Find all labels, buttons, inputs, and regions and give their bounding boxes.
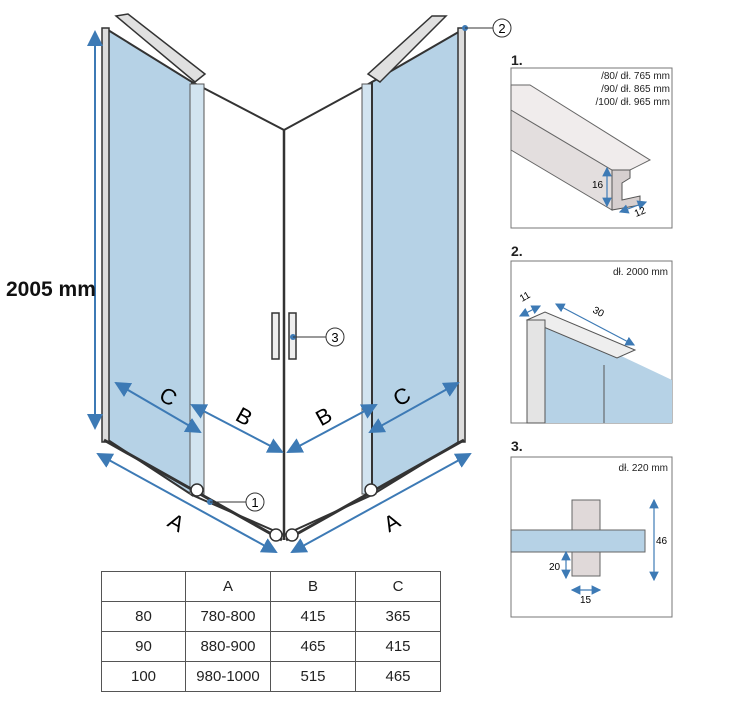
table-cell: 880-900 — [185, 631, 271, 662]
detail-3-dim-depth: 15 — [580, 595, 592, 606]
detail-2-profile-side — [526, 319, 546, 424]
detail-2-glass — [545, 320, 672, 423]
left-door-edge-glass — [189, 83, 205, 495]
table-row: 100 980-1000 515 465 — [101, 661, 441, 692]
table-cell: 100 — [101, 661, 186, 692]
table-cell: 465 — [355, 661, 441, 692]
table-header-cell — [101, 571, 186, 602]
arrow-a-left — [96, 453, 278, 553]
height-label: 2005 mm — [6, 278, 96, 301]
detail-1-lengths: /80/ dł. 765 mm /90/ dł. 865 mm /100/ dł… — [560, 70, 670, 109]
table-cell: 465 — [270, 631, 356, 662]
left-top-bracket — [114, 13, 207, 83]
table-cell: 90 — [101, 631, 186, 662]
dim-label-a-right: A — [379, 508, 404, 537]
detail-3-dim-gap: 20 — [549, 562, 561, 573]
right-wheel — [364, 483, 378, 497]
callout-3 — [325, 327, 345, 347]
right-top-bracket — [366, 15, 448, 83]
left-wheel — [190, 483, 204, 497]
table-cell: 415 — [270, 601, 356, 632]
corner-wheel-right — [285, 528, 299, 542]
detail-3-length: dł. 220 mm — [618, 463, 668, 474]
table-cell: 415 — [355, 631, 441, 662]
table-row: 80 780-800 415 365 — [101, 601, 441, 632]
table-cell: 365 — [355, 601, 441, 632]
arrow-b-right — [286, 404, 378, 453]
detail-1-length-90: /90/ dł. 865 mm — [601, 84, 670, 95]
table-header-cell: A — [185, 571, 271, 602]
table-cell: 780-800 — [185, 601, 271, 632]
table-header-row: A B C — [101, 571, 441, 602]
detail-3-number: 3. — [511, 438, 523, 454]
detail-3-handle-horizontal — [510, 529, 646, 553]
detail-1-dim-width: 12 — [633, 205, 648, 220]
table-cell: 80 — [101, 601, 186, 632]
corner-wheel-left — [269, 528, 283, 542]
table-header-cell: B — [270, 571, 356, 602]
detail-2-length: dł. 2000 mm — [612, 267, 668, 278]
detail-3-dim-height: 46 — [656, 536, 668, 547]
left-fixed-glass — [107, 28, 193, 497]
detail-2-dim-length: 30 — [591, 305, 606, 320]
callout-2 — [492, 18, 512, 38]
callout-3-label: 3 — [331, 330, 338, 345]
table-cell: 980-1000 — [185, 661, 271, 692]
dim-label-a-left: A — [164, 508, 189, 537]
detail-1-dim-height: 16 — [592, 180, 604, 191]
right-fixed-glass — [371, 28, 463, 497]
arrow-c-left — [114, 381, 202, 434]
arrow-a-right — [290, 453, 472, 553]
detail-1-length-100: /100/ dł. 965 mm — [595, 97, 670, 108]
detail-1-length-80: /80/ dł. 765 mm — [601, 71, 670, 82]
right-wall-profile — [457, 27, 466, 443]
callout-2-label: 2 — [498, 21, 505, 36]
right-sliding-door — [283, 80, 373, 537]
arrow-b-left — [190, 404, 284, 453]
callout-1-label: 1 — [251, 495, 258, 510]
table-header-cell: C — [355, 571, 441, 602]
callout-1 — [245, 492, 265, 512]
dimensions-table: A B C 80 780-800 415 365 90 880-900 465 … — [101, 571, 441, 692]
table-cell: 515 — [270, 661, 356, 692]
left-sliding-door — [191, 80, 285, 537]
arrow-c-right — [368, 382, 460, 433]
left-handle — [271, 312, 280, 360]
detail-1-number: 1. — [511, 52, 523, 68]
table-row: 90 880-900 465 415 — [101, 631, 441, 662]
left-wall-profile — [101, 27, 110, 443]
detail-2-number: 2. — [511, 243, 523, 259]
